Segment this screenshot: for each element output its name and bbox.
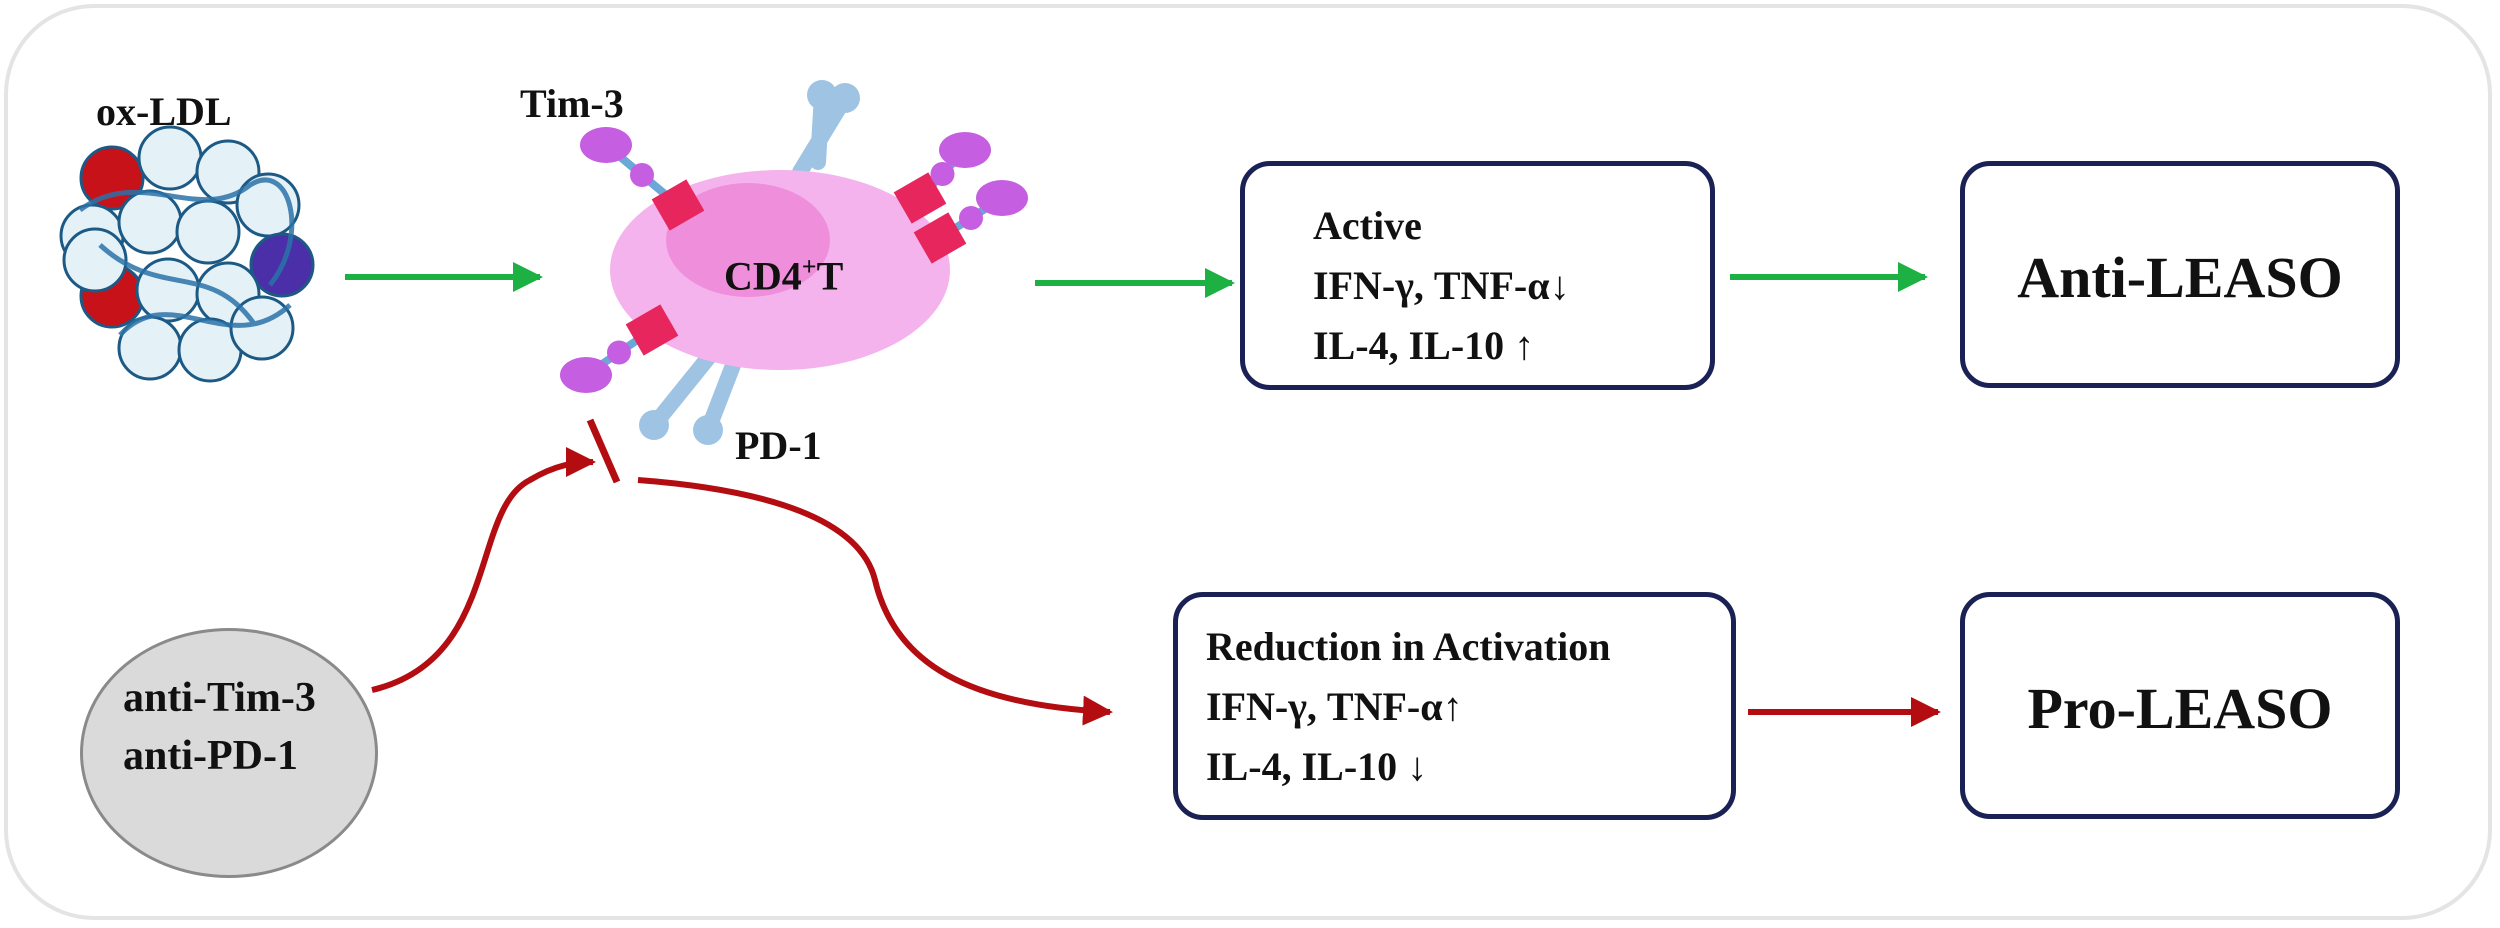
- anti-pd1-label: anti-PD-1: [123, 733, 298, 779]
- active-title: Active: [1313, 203, 1422, 248]
- pro-leaso-box: Pro-LEASO: [1960, 592, 2400, 819]
- tim3-neck: [959, 206, 983, 230]
- inhibition-bar: [586, 418, 621, 484]
- inhibition-curve-left: [371, 447, 596, 693]
- tim3-neck: [630, 163, 654, 187]
- cell-nucleus: [666, 183, 830, 297]
- particle-sphere: [117, 189, 183, 255]
- tim3-anchor: [625, 304, 679, 356]
- cell-label-end: T: [816, 253, 844, 299]
- pd1-knob: [639, 410, 669, 440]
- tim3-receptors: [560, 127, 1028, 393]
- tim3-head: [580, 127, 632, 163]
- active-cytokines-up: IL-4, IL-10 ↑: [1313, 323, 1535, 368]
- reduction-cytokines-down: IL-4, IL-10 ↓: [1206, 744, 1428, 789]
- cell-label: CD4+T: [724, 252, 843, 299]
- tim3-anchor: [893, 172, 947, 224]
- particle-sphere: [135, 257, 201, 323]
- particle-sphere: [62, 227, 128, 293]
- particle-sphere: [175, 199, 241, 265]
- tim3-neck: [607, 340, 631, 365]
- cell-label-main: CD4: [724, 253, 802, 299]
- pd1-knob: [693, 415, 723, 445]
- anti-leaso-box: Anti-LEASO: [1960, 161, 2400, 388]
- pd1-receptors: [639, 80, 860, 445]
- tim3-label: Tim-3: [520, 81, 624, 126]
- anti-leaso-label: Anti-LEASO: [2017, 245, 2343, 310]
- reduction-cytokines-up: IFN-γ, TNF-α↑: [1206, 684, 1463, 729]
- active-box: Active IFN-γ, TNF-α↓ IL-4, IL-10 ↑: [1240, 161, 1715, 390]
- tim3-head: [976, 180, 1028, 216]
- particle-sphere: [137, 125, 203, 191]
- tim3-anchor: [913, 212, 967, 264]
- pd1-knob: [807, 80, 837, 110]
- ox-ldl-particle: [59, 125, 315, 383]
- reduction-box: Reduction in Activation IFN-γ, TNF-α↑ IL…: [1173, 592, 1736, 820]
- inhibitor-antibodies: anti-Tim-3 anti-PD-1: [80, 628, 378, 878]
- tim3-head: [939, 132, 991, 168]
- inhibition-curve-right: [637, 477, 1113, 726]
- reduction-title: Reduction in Activation: [1206, 624, 1611, 669]
- tim3-anchor: [651, 179, 705, 231]
- tim3-neck: [930, 162, 955, 186]
- tim3-head: [560, 357, 612, 393]
- anti-tim3-label: anti-Tim-3: [123, 675, 316, 721]
- pd1-label: PD-1: [735, 423, 822, 468]
- cell-label-sup: +: [801, 252, 817, 281]
- active-cytokines-down: IFN-γ, TNF-α↓: [1313, 263, 1570, 308]
- pd1-knob: [830, 83, 860, 113]
- pro-leaso-label: Pro-LEASO: [2027, 676, 2333, 741]
- ox-ldl-label: ox-LDL: [96, 89, 232, 134]
